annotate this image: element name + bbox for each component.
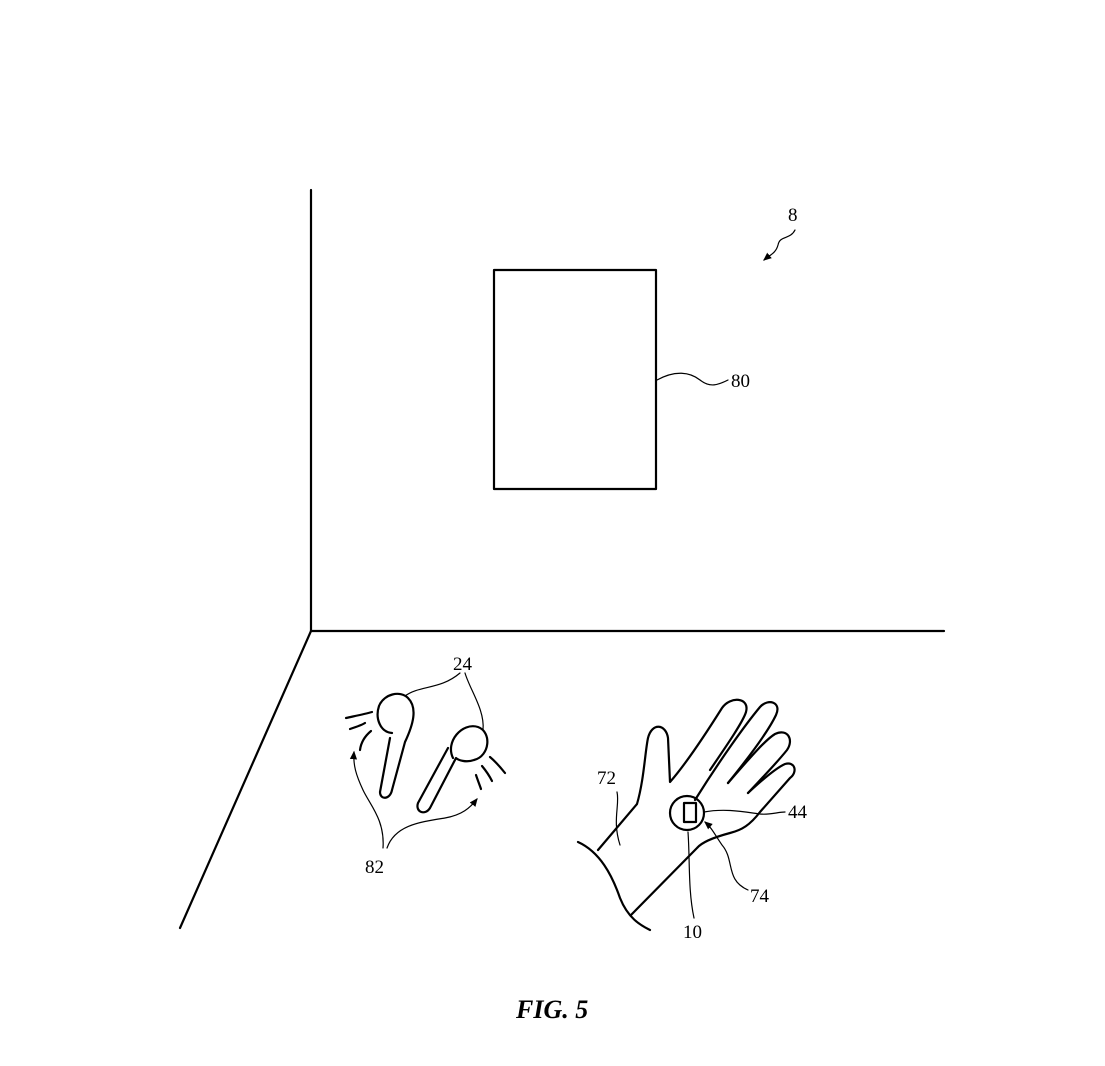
device-screen xyxy=(682,801,698,824)
ref-8: 8 xyxy=(788,205,798,226)
earbud-left xyxy=(376,692,415,799)
earbud-right xyxy=(416,725,489,814)
ref-10: 10 xyxy=(683,922,702,943)
leader-72 xyxy=(615,791,621,846)
ref-72: 72 xyxy=(597,768,616,789)
leader-24a xyxy=(404,672,461,697)
sound-waves xyxy=(344,710,507,791)
room-corner-lines xyxy=(178,188,946,930)
hand xyxy=(576,698,796,932)
leader-82a xyxy=(349,750,384,849)
leader-44 xyxy=(703,809,786,815)
wearable-device xyxy=(668,794,706,832)
ref-82: 82 xyxy=(365,857,384,878)
leader-82b xyxy=(386,798,478,849)
ref-74: 74 xyxy=(750,886,770,907)
leader-80 xyxy=(656,372,729,386)
leader-74 xyxy=(704,821,749,891)
leader-24b xyxy=(464,672,484,731)
leader-10 xyxy=(687,831,695,919)
ref-24: 24 xyxy=(453,654,473,675)
ref-44: 44 xyxy=(788,802,808,823)
wall-display xyxy=(492,268,658,491)
ref-80: 80 xyxy=(731,371,750,392)
figure-caption: FIG. 5 xyxy=(515,995,588,1024)
leader-8 xyxy=(763,229,796,261)
